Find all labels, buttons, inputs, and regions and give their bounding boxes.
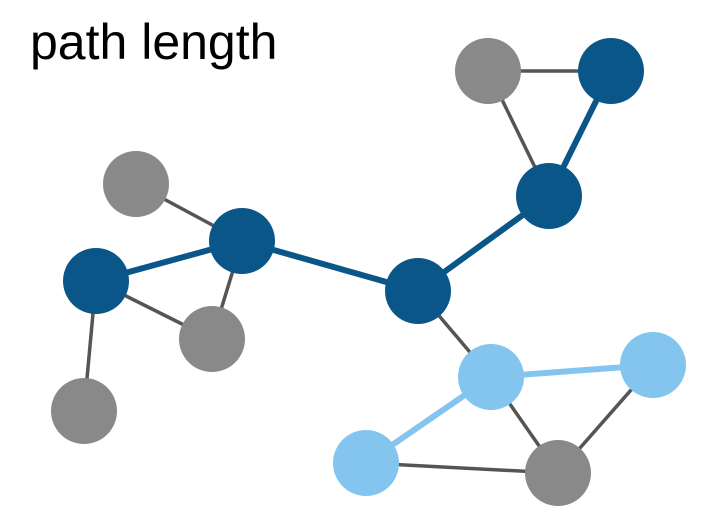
node-left-center-dark bbox=[209, 208, 275, 274]
node-far-left-dark bbox=[63, 248, 129, 314]
node-bottom-light bbox=[333, 430, 399, 496]
node-layer bbox=[51, 38, 686, 506]
node-left-top-grey bbox=[103, 151, 169, 217]
node-upper-right-dark bbox=[516, 163, 582, 229]
diagram-title: path length bbox=[30, 14, 278, 70]
node-bottom-right-grey bbox=[525, 440, 591, 506]
node-bottom-left-grey bbox=[51, 378, 117, 444]
node-left-lower-grey bbox=[179, 306, 245, 372]
edge-layer bbox=[82, 68, 656, 475]
node-right-light bbox=[620, 332, 686, 398]
node-mid-right-light bbox=[458, 344, 524, 410]
node-top-right-dark bbox=[578, 38, 644, 104]
node-top-left-grey bbox=[455, 38, 521, 104]
node-center-dark bbox=[385, 258, 451, 324]
